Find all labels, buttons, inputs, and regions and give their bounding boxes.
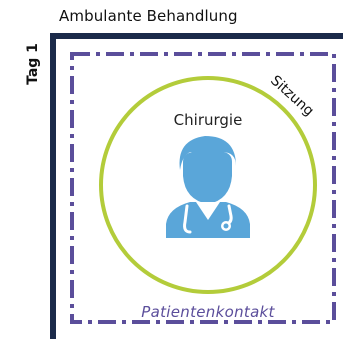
treatment-title: Ambulante Behandlung <box>59 7 238 25</box>
department-circle <box>99 76 317 294</box>
patient-contact-label: Patientenkontakt <box>141 303 275 321</box>
treatment-frame <box>50 33 343 339</box>
day-label: Tag 1 <box>25 43 41 85</box>
doctor-icon <box>166 136 250 238</box>
session-border <box>70 52 336 324</box>
department-label: Chirurgie <box>173 111 243 129</box>
